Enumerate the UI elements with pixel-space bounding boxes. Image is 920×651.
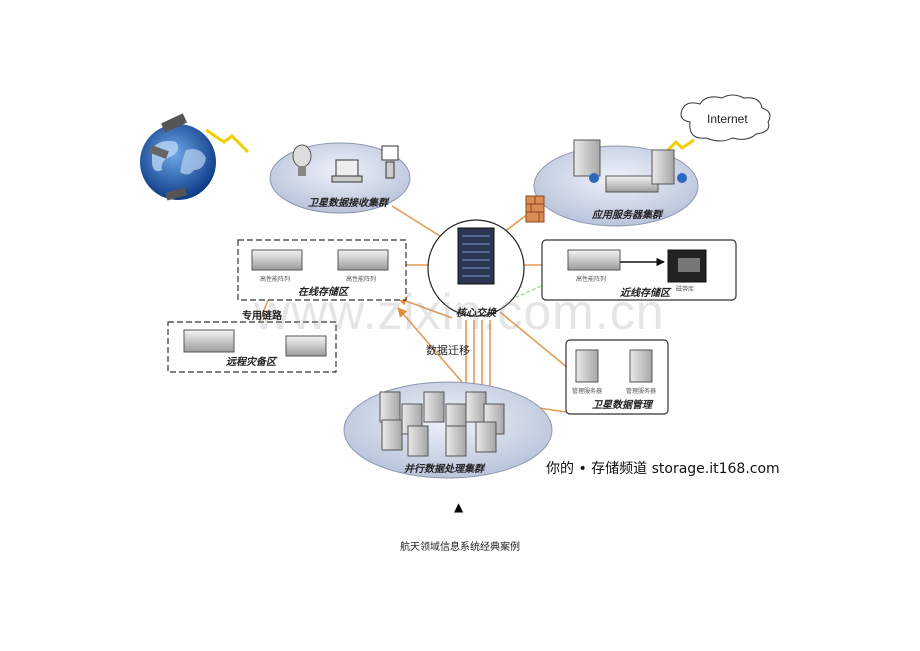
dedicated-link-label: 专用链路 [242,311,282,322]
app-server-cluster-label: 应用服务器集群 [592,210,662,221]
nearline-devices [567,249,707,283]
data-migration-label: 数据迁移 [426,344,470,357]
watermark: www.zixin.com.cn [254,284,665,340]
wireless-link-internet-icon [660,138,695,158]
satellite-cluster-label: 卫星数据接收集群 [308,198,388,209]
parallel-cluster-label: 并行数据处理集群 [404,464,484,475]
parallel-cluster-servers [379,391,505,457]
firewall-icon [525,195,545,223]
link-online-to-core [397,296,453,319]
management-server-label: 管理服务器 [626,388,657,395]
internet-label: Internet [707,112,748,126]
internet-cloud [680,94,771,142]
remote-dr-devices [183,329,327,357]
disk-array-label: 高性能阵列 [260,276,291,283]
wireless-link-satellite-icon [205,128,250,154]
management-servers [575,349,653,383]
laptop-icon [331,159,363,183]
tape-library-label: 磁带库 [676,286,695,293]
data-management-label: 卫星数据管理 [592,400,652,411]
globe-icon [140,113,216,201]
link-core-nearline-green [509,282,549,301]
core-switch-label: 核心交换 [456,308,496,319]
triangle-marker: ▲ [454,500,464,514]
core-switch-node [427,219,525,317]
brand-text: 你的 • 存储频道 storage.it168.com [546,461,780,477]
app-server-icons [573,139,687,193]
figure-caption: 航天领域信息系统经典案例 [400,542,520,553]
remote-dr-label: 远程灾备区 [226,357,276,368]
link-core-firewall [503,213,529,233]
nearline-storage-label: 近线存储区 [620,288,670,299]
globe-small-icon [589,173,599,183]
disk-array-label: 高性能阵列 [346,276,377,283]
management-server-label: 管理服务器 [572,388,603,395]
satellite-dish-icon [292,144,312,176]
online-storage-label: 在线存储区 [298,287,348,298]
disk-array-label: 高性能阵列 [576,276,607,283]
link-core-satellite-cluster [391,205,441,237]
online-storage-arrays [251,249,389,271]
link-migration-arrow [397,307,463,383]
desktop-pc-icon [381,145,399,179]
globe-small-icon [677,173,687,183]
